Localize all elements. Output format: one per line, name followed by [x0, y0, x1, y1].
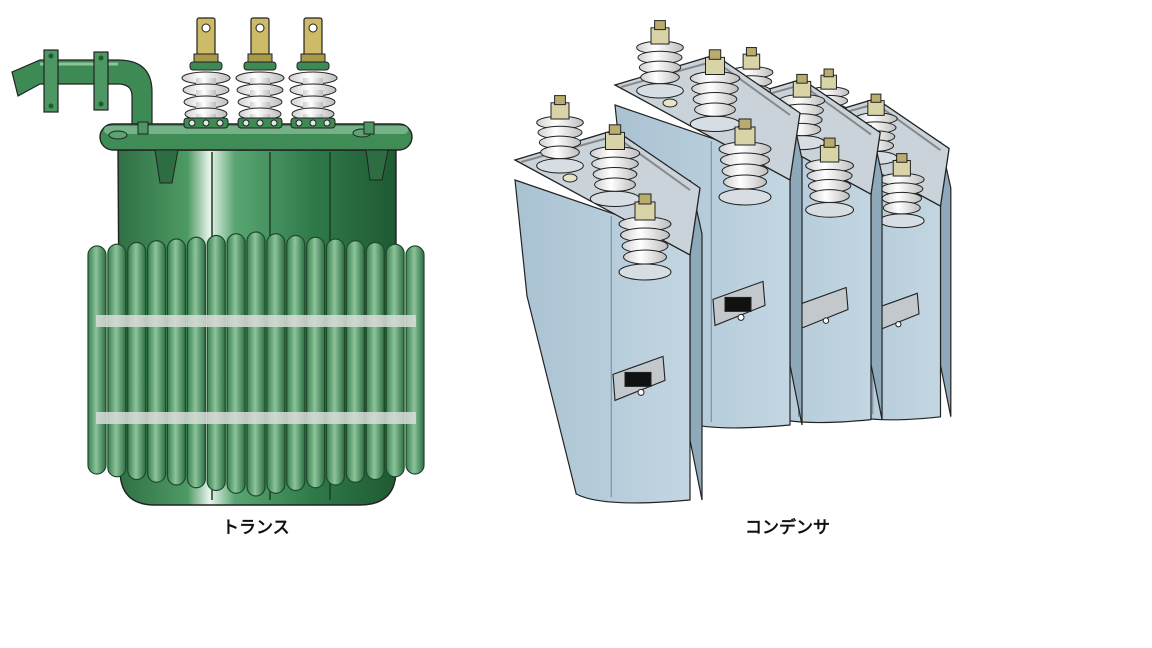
radiator-fin	[87, 245, 107, 475]
radiator-fin	[166, 238, 187, 486]
capacitor-bushing	[718, 118, 772, 206]
bushing	[288, 17, 338, 129]
radiator-fin	[206, 234, 226, 492]
radiator-fin	[405, 245, 425, 475]
radiator-fin	[147, 240, 167, 483]
transformer-bushings	[181, 17, 338, 129]
transformer-lid	[99, 121, 413, 184]
capacitor-bushing	[618, 193, 672, 281]
transformer-caption: トランス	[222, 518, 290, 538]
radiator-fin	[246, 231, 266, 497]
bushing	[235, 17, 285, 129]
radiator-fin	[306, 236, 326, 489]
radiator-fin	[266, 233, 286, 494]
capacitor-bank-illustration	[513, 20, 952, 504]
capacitor-bushing	[536, 95, 584, 174]
capacitor-bushing	[878, 153, 925, 229]
transformer-pipe	[11, 49, 153, 129]
radiator-fin	[186, 236, 206, 489]
radiator-fin	[107, 243, 127, 478]
capacitor-caption: コンデンサ	[745, 518, 830, 538]
radiator-fin	[345, 240, 365, 483]
radiator-fin	[286, 234, 306, 492]
capacitor-bushing	[805, 137, 855, 218]
capacitor-unit	[513, 95, 703, 504]
radiator-fin	[226, 233, 246, 494]
capacitor-bushing	[589, 124, 641, 207]
transformer-radiator-fins	[87, 231, 425, 497]
bushing	[181, 17, 231, 129]
radiator-fin	[385, 243, 405, 478]
capacitor-bushing	[636, 20, 684, 99]
radiator-fin	[365, 241, 385, 481]
capacitor-bushing	[689, 49, 741, 133]
radiator-fin	[127, 241, 147, 481]
radiator-bands	[96, 315, 416, 424]
radiator-fin	[325, 238, 346, 486]
transformer-illustration	[11, 17, 425, 506]
